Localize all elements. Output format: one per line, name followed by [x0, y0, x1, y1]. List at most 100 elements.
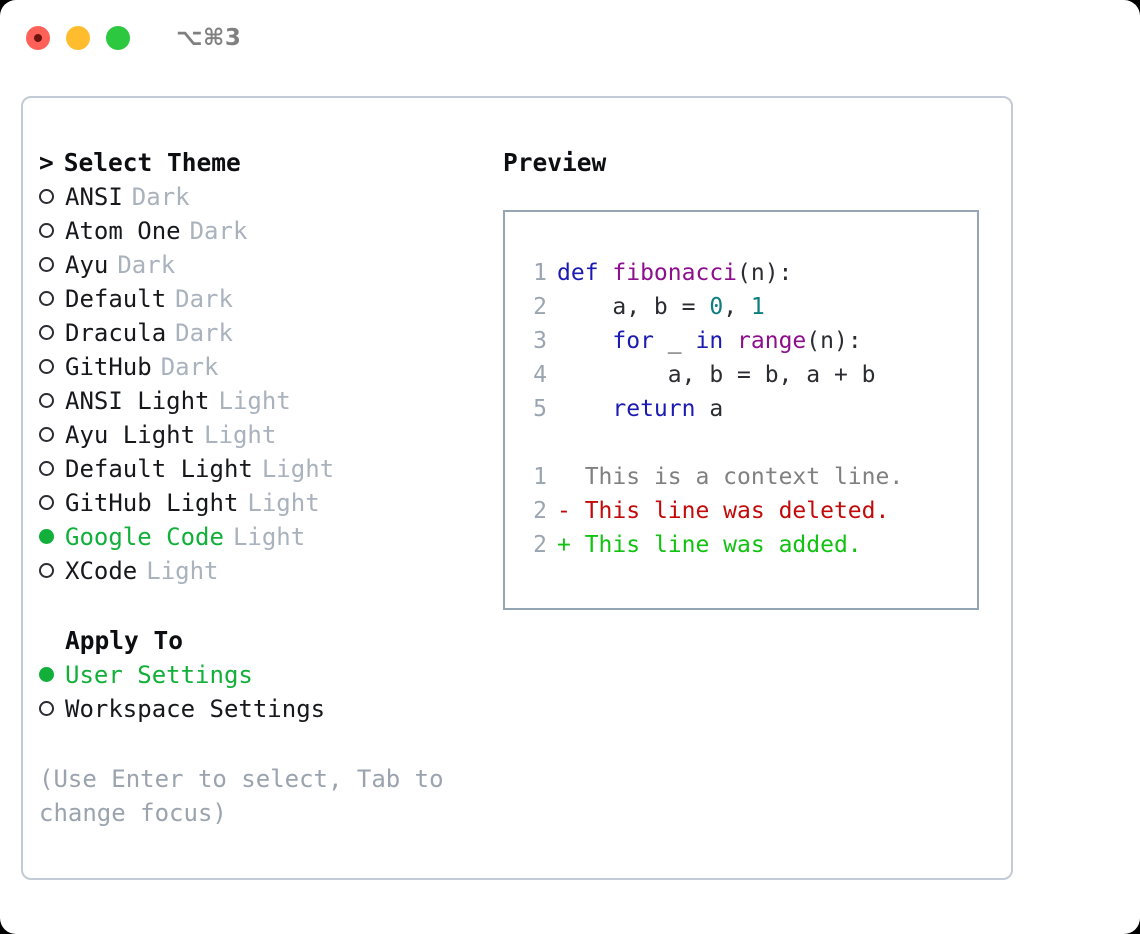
titlebar: ⌥⌘3	[0, 0, 1140, 76]
radio-unselected-icon[interactable]	[39, 256, 54, 272]
radio-unselected-icon[interactable]	[39, 426, 54, 442]
code-token-pl	[557, 396, 612, 422]
diff-line-number: 2	[533, 498, 547, 524]
code-line: 5 return a	[519, 392, 977, 426]
theme-option-label: Default Light	[65, 455, 253, 483]
theme-option-default[interactable]: Default Dark	[39, 282, 479, 316]
theme-variant-badge: Light	[232, 523, 306, 551]
diff-line-text: This line was deleted.	[570, 498, 890, 524]
code-token-kw: for	[612, 328, 654, 354]
diff-marker	[557, 464, 571, 490]
radio-unselected-icon[interactable]	[39, 324, 54, 340]
diff-line-number: 2	[533, 532, 547, 558]
close-window-button[interactable]	[26, 26, 50, 50]
theme-option-ayu[interactable]: Ayu Dark	[39, 248, 479, 282]
theme-option-label: GitHub Light	[65, 489, 239, 517]
code-line-number: 5	[533, 396, 547, 422]
theme-variant-badge: Light	[204, 421, 277, 449]
radio-unselected-icon[interactable]	[39, 700, 54, 716]
radio-unselected-icon[interactable]	[39, 290, 54, 306]
keyboard-shortcut-label: ⌥⌘3	[176, 25, 242, 51]
theme-option-label: Default	[65, 285, 167, 313]
radio-selected-icon[interactable]	[39, 666, 54, 682]
diff-marker: -	[557, 498, 571, 524]
code-token-num: 1	[750, 294, 765, 320]
code-token-fn: range	[737, 328, 807, 354]
theme-option-google-code[interactable]: Google Code Light	[39, 520, 479, 554]
theme-option-label: Atom One	[65, 217, 181, 245]
preview-title: Preview	[503, 148, 607, 177]
theme-option-ansi[interactable]: ANSI Dark	[39, 180, 479, 214]
diff-marker: +	[557, 532, 571, 558]
code-token-pl: _	[653, 328, 696, 354]
theme-variant-badge: Dark	[131, 183, 190, 211]
radio-unselected-icon[interactable]	[39, 562, 54, 578]
code-token-pl	[557, 328, 612, 354]
theme-variant-badge: Light	[218, 387, 291, 415]
theme-option-label: Ayu	[65, 251, 109, 279]
select-theme-header: >Select Theme	[39, 146, 479, 180]
theme-option-atom-one[interactable]: Atom One Dark	[39, 214, 479, 248]
radio-unselected-icon[interactable]	[39, 392, 54, 408]
theme-option-label: GitHub	[65, 353, 152, 381]
apply-option-user-settings[interactable]: User Settings	[39, 658, 479, 692]
theme-variant-badge: Dark	[160, 353, 219, 381]
maximize-window-button[interactable]	[106, 26, 130, 50]
theme-option-label: Dracula	[65, 319, 167, 347]
diff-line-text: This line was added.	[570, 532, 862, 558]
apply-option-label: Workspace Settings	[65, 695, 326, 723]
diff-sample-block: 1 This is a context line.2- This line wa…	[519, 460, 977, 562]
apply-option-label: User Settings	[65, 661, 253, 689]
code-line-number: 3	[533, 328, 547, 354]
diff-line: 2 + This line was added.	[519, 528, 977, 562]
code-line-number: 1	[533, 260, 547, 286]
code-line-number: 2	[533, 294, 547, 320]
apply-to-header: Apply To	[39, 624, 479, 658]
code-line: 3 for _ in range(n):	[519, 324, 977, 358]
radio-selected-icon[interactable]	[39, 528, 54, 544]
code-token-pl: (n):	[737, 260, 793, 286]
theme-option-label: Ayu Light	[65, 421, 196, 449]
theme-variant-badge: Dark	[189, 217, 248, 245]
theme-option-label: Google Code	[65, 523, 224, 551]
code-token-pl: a	[695, 396, 724, 422]
theme-option-label: ANSI	[65, 183, 123, 211]
theme-variant-badge: Dark	[117, 251, 176, 279]
keyboard-hint-text: (Use Enter to select, Tab to change focu…	[39, 765, 444, 827]
theme-variant-badge: Dark	[175, 285, 233, 313]
theme-variant-badge: Light	[146, 557, 219, 585]
theme-option-github[interactable]: GitHub Dark	[39, 350, 479, 384]
code-line: 4 a, b = b, a + b	[519, 358, 977, 392]
theme-option-ayu-light[interactable]: Ayu Light Light	[39, 418, 479, 452]
code-token-pl: a, b = b, a + b	[557, 362, 876, 388]
radio-unselected-icon[interactable]	[39, 222, 54, 238]
select-theme-header-label: Select Theme	[63, 148, 241, 177]
theme-option-label: ANSI Light	[65, 387, 210, 415]
code-token-pl	[723, 328, 737, 354]
radio-unselected-icon[interactable]	[39, 460, 54, 476]
minimize-window-button[interactable]	[66, 26, 90, 50]
apply-option-workspace-settings[interactable]: Workspace Settings	[39, 692, 479, 726]
apply-to-header-label: Apply To	[65, 626, 184, 655]
theme-option-ansi-light[interactable]: ANSI Light Light	[39, 384, 479, 418]
apply-header-bullet-spacer	[39, 633, 54, 648]
radio-unselected-icon[interactable]	[39, 358, 54, 374]
radio-unselected-icon[interactable]	[39, 188, 54, 204]
code-blank-line	[519, 426, 977, 460]
code-token-fn: fibonacci	[612, 260, 738, 286]
radio-unselected-icon[interactable]	[39, 494, 54, 510]
